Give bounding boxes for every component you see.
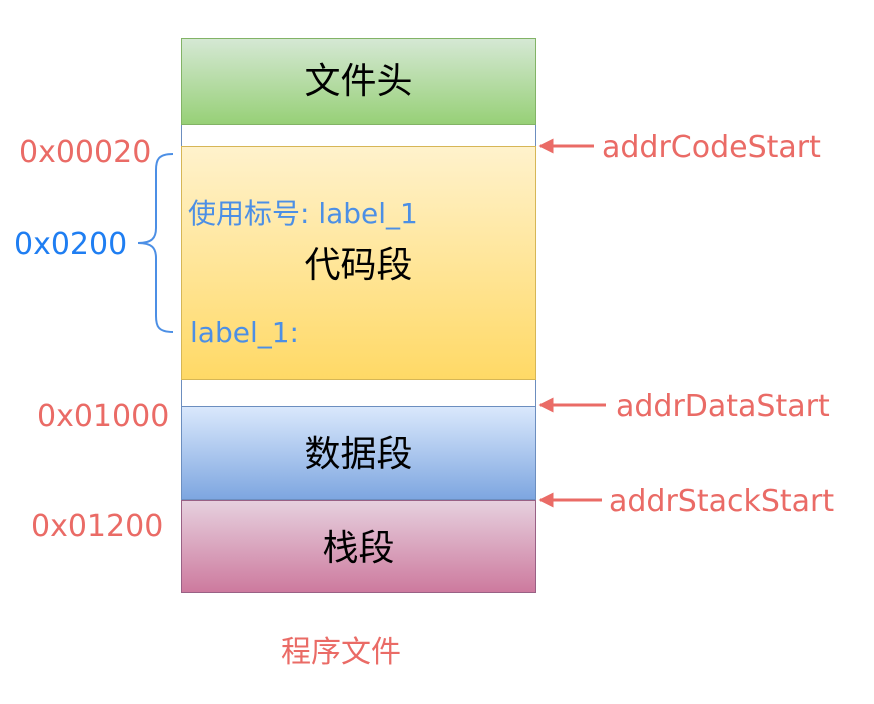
address-code-start: 0x00020 <box>19 135 152 170</box>
address-stack-start: 0x01200 <box>31 509 164 544</box>
file-header-label: 文件头 <box>304 61 413 102</box>
diagram-caption: 程序文件 <box>281 635 401 670</box>
gap-code-data <box>181 380 536 406</box>
file-header-segment: 文件头 <box>181 38 536 125</box>
address-data-start: 0x01000 <box>37 399 170 434</box>
stack-segment: 栈段 <box>181 500 536 593</box>
code-segment: 使用标号: label_1 代码段 label_1: <box>181 146 536 380</box>
label-definition-note: label_1: <box>190 316 299 349</box>
pointer-data-start: addrDataStart <box>616 389 830 424</box>
pointer-code-start: addrCodeStart <box>602 130 821 165</box>
stack-segment-label: 栈段 <box>322 528 395 569</box>
pointer-stack-start: addrStackStart <box>609 484 835 519</box>
gap-header-code <box>181 125 536 146</box>
code-size-label: 0x0200 <box>14 227 128 262</box>
code-segment-label: 代码段 <box>304 245 413 286</box>
data-segment: 数据段 <box>181 406 536 500</box>
curly-brace-icon <box>137 153 174 333</box>
data-segment-label: 数据段 <box>304 434 413 475</box>
use-label-note: 使用标号: label_1 <box>188 197 418 230</box>
